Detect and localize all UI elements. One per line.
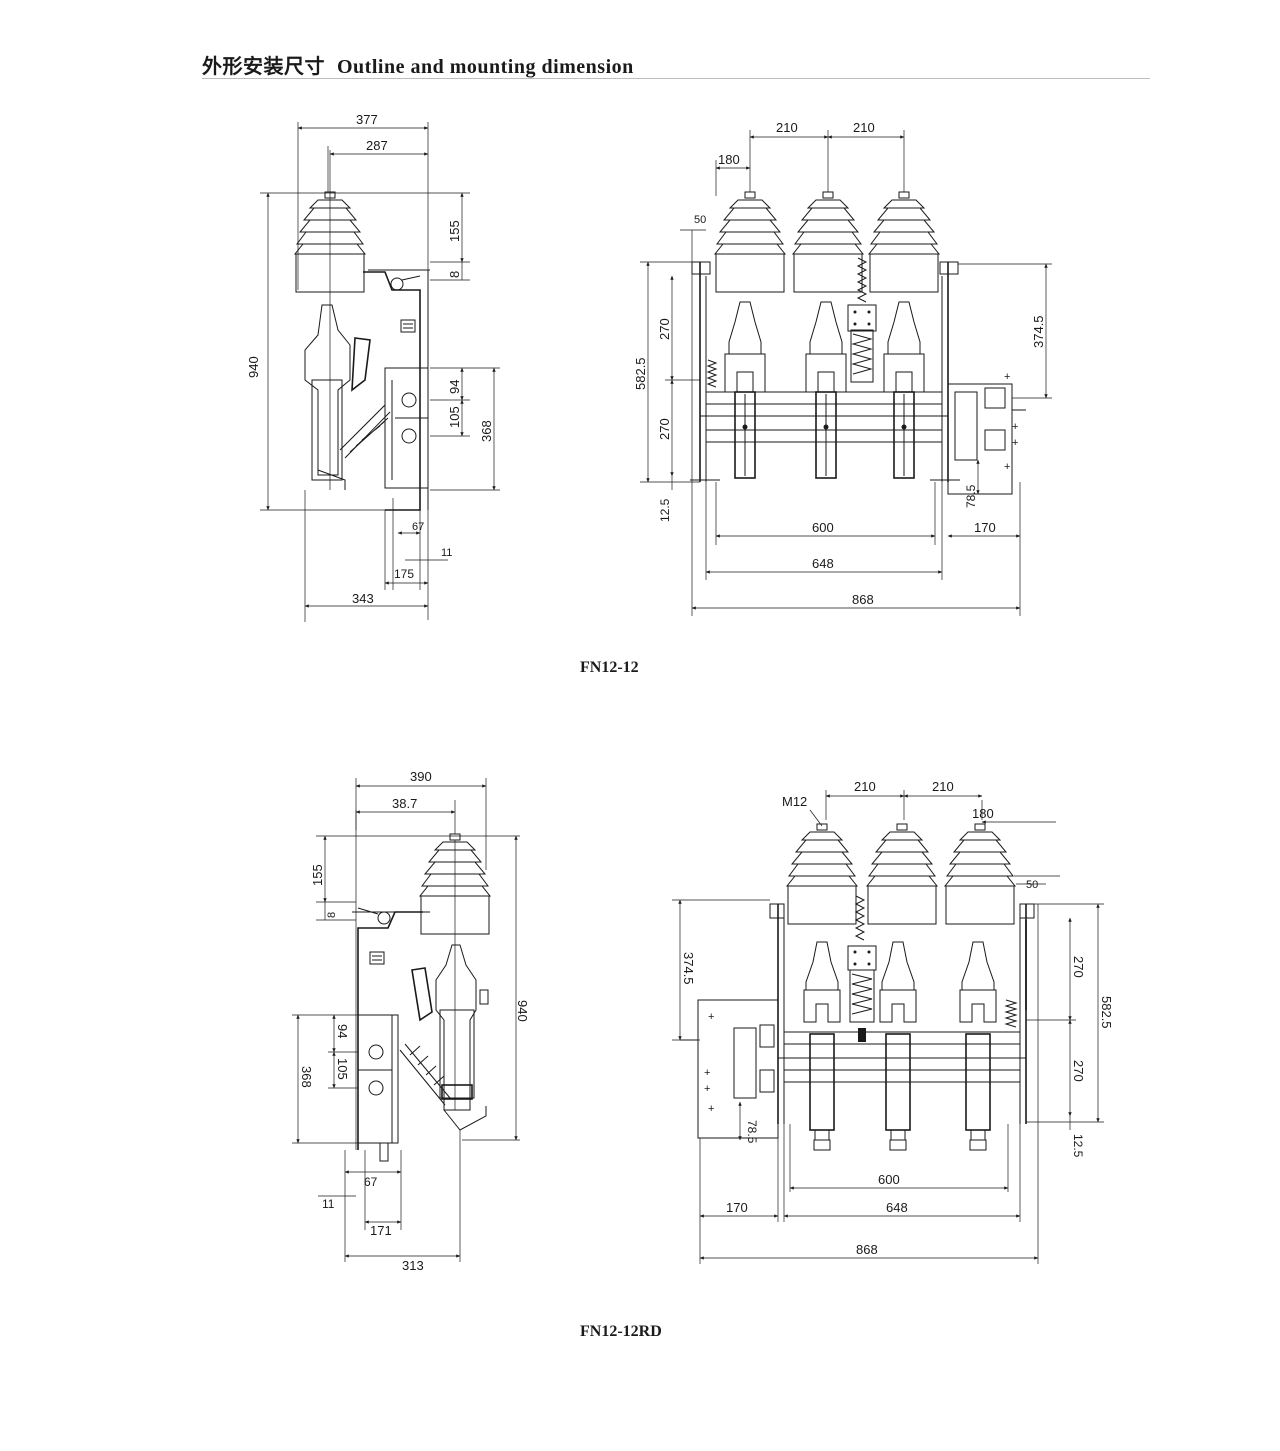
svg-text:+: + [708,1011,714,1023]
fig2-side-dim-940: 940 [515,1000,530,1022]
fig1-front-dim-270b: 270 [657,418,672,440]
fig2-front-dim-868: 868 [856,1242,878,1257]
svg-text:+: + [708,1103,714,1115]
fig2-front-dim-648: 648 [886,1200,908,1215]
fig1-side-dim-11: 11 [441,547,452,559]
fig1-side-dim-105: 105 [447,406,462,428]
fig1-side-dim-67: 67 [412,521,424,533]
fig2-side-view: 390 38.7 155 8 940 94 105 368 67 11 171 … [292,769,530,1273]
fig1-front-dim-210b: 210 [853,120,875,135]
svg-text:+: + [1004,371,1010,383]
fig2-side-dim-94: 94 [335,1024,350,1038]
fig2-front-m12: M12 [782,794,807,809]
fig2-front-dim-180: 180 [972,806,994,821]
fig2-front-dim-270b: 270 [1071,1060,1086,1082]
fig2-front-dim-170: 170 [726,1200,748,1215]
fig2-side-dim-313: 313 [402,1258,424,1273]
fig2-side-dim-11: 11 [322,1197,335,1211]
fig2-front-view: + + + + 210 210 M12 180 50 374.5 78.5 [672,779,1114,1264]
fig2-side-dim-155: 155 [310,864,325,886]
fig2-side-dim-387: 38.7 [392,796,417,811]
page-title: 外形安装尺寸 Outline and mounting dimension [202,50,634,79]
fig2-front-dim-5825: 582.5 [1099,996,1114,1029]
fig2-side-dim-390: 390 [410,769,432,784]
fig1-front-dim-125: 12.5 [658,498,672,522]
fig1-side-dim-155: 155 [447,220,462,242]
fig1-side-dim-8: 8 [447,271,462,278]
fig1-side-dim-343: 343 [352,591,374,606]
svg-text:+: + [1004,461,1010,473]
fig1-side-dim-287: 287 [366,138,388,153]
fig1-caption: FN12-12 [580,659,639,676]
svg-text:+: + [1012,421,1018,433]
fig1-front-dim-600: 600 [812,520,834,535]
fig1-front-dim-868: 868 [852,592,874,607]
fig1-side-dim-377: 377 [356,112,378,127]
fig1-side-view: 377 287 940 155 8 94 105 368 67 11 175 3… [246,112,500,622]
fig1-front-dim-270a: 270 [657,318,672,340]
fig1-front-dim-210a: 210 [776,120,798,135]
fig1-front-dim-5825: 582.5 [633,357,648,390]
fig2-side-dim-67: 67 [364,1175,378,1189]
fig1-side-dim-94: 94 [447,380,462,394]
title-english: Outline and mounting dimension [337,56,634,78]
svg-text:+: + [704,1083,710,1095]
fig1-front-dim-180: 180 [718,152,740,167]
svg-text:+: + [1012,437,1018,449]
fig2-side-dim-8: 8 [326,912,338,918]
svg-text:+: + [704,1067,710,1079]
fig1-front-dim-50: 50 [694,214,706,226]
fig1-side-dim-368: 368 [479,420,494,442]
fig2-front-dim-785: 78.5 [745,1120,759,1144]
fig2-front-dim-50: 50 [1026,879,1038,891]
fig2-front-dim-210b: 210 [932,779,954,794]
fig2-front-dim-210a: 210 [854,779,876,794]
fig2-front-dim-125: 12.5 [1071,1134,1085,1158]
title-chinese: 外形安装尺寸 [202,54,325,78]
fig1-front-dim-785: 78.5 [964,484,978,508]
fig2-front-dim-270a: 270 [1071,956,1086,978]
fig2-front-dim-600: 600 [878,1172,900,1187]
title-rule [202,78,1150,79]
fig1-front-dim-3745: 374.5 [1031,315,1046,348]
fig1-front-dim-648: 648 [812,556,834,571]
fig1-front-dim-170: 170 [974,520,996,535]
fig2-side-dim-171: 171 [370,1223,392,1238]
fig2-side-dim-105: 105 [335,1058,350,1080]
fig2-front-dim-3745: 374.5 [681,952,696,985]
fig1-front-view: + + + + 210 210 180 50 582.5 270 270 12.… [633,120,1052,616]
fig2-side-dim-368: 368 [299,1066,314,1088]
fig1-side-dim-940: 940 [246,356,261,378]
fig2-caption: FN12-12RD [580,1323,662,1340]
fig1-side-dim-175: 175 [394,567,414,581]
